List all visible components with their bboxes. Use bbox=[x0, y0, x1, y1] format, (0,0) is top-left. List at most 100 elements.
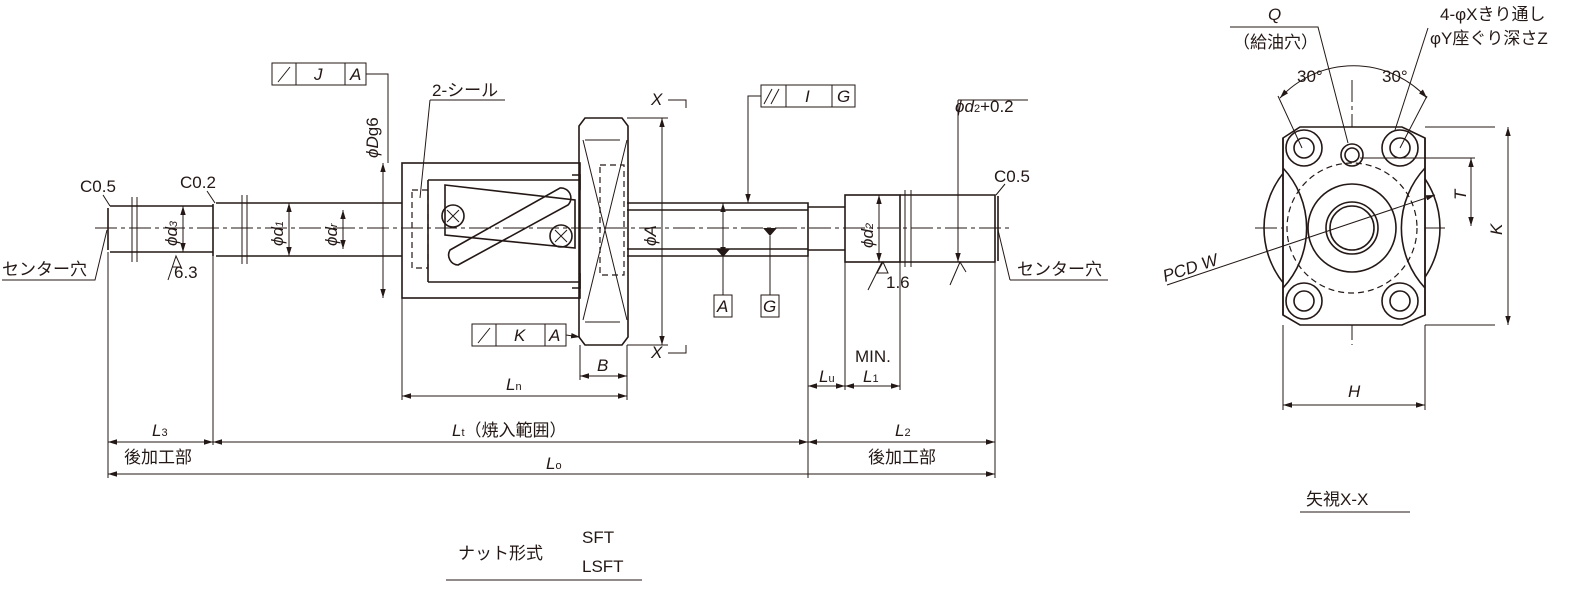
front_view-dim_Ln-main-text: L bbox=[506, 375, 515, 394]
tolerance-frame-K: K A bbox=[471, 323, 581, 347]
bearing-journal bbox=[844, 194, 901, 263]
svg-text:ϕA: ϕA bbox=[641, 225, 660, 246]
end_view-oil_hole-label-text: Q bbox=[1268, 5, 1281, 24]
screw-icon bbox=[549, 224, 573, 248]
front_view-dia_A-main-text: A bbox=[641, 225, 660, 237]
front_view-dim_Lo-sub-text: o bbox=[555, 460, 561, 472]
end_view-pcd-text: PCD W bbox=[1160, 250, 1222, 286]
nut-flange bbox=[578, 117, 629, 346]
front_view-dim_Lt-main-text: L bbox=[452, 421, 461, 440]
end_view-oil_hole-note-text: （給油穴） bbox=[1233, 33, 1318, 52]
center-hole-label: センター穴 bbox=[1017, 260, 1102, 279]
roughness-label: 1.6 bbox=[886, 273, 910, 292]
svg-text:ϕdr: ϕdr bbox=[322, 222, 341, 246]
datum-G bbox=[760, 294, 780, 318]
roughness-label: 6.3 bbox=[174, 263, 198, 282]
front_view-dia_d3-sub-text: 3 bbox=[168, 220, 180, 227]
front_view-dim_L3-sub-text: 3 bbox=[161, 427, 167, 439]
svg-text:ϕDg6: ϕDg6 bbox=[363, 117, 382, 158]
oil-hole bbox=[1340, 143, 1364, 167]
svg-text:ϕd2+0.2: ϕd2+0.2 bbox=[955, 97, 1014, 116]
front_view-tolerance_I-datum-text: G bbox=[837, 87, 850, 106]
front_view-dim_Ln-sub-text: n bbox=[515, 381, 521, 393]
front_view-dia_d2-main-text: d bbox=[858, 229, 877, 239]
front_view-dim_L2-sub-text: 2 bbox=[904, 427, 910, 439]
front_view-dia_A-prefix-text: ϕ bbox=[641, 237, 660, 246]
front_view-dia_d1-sub-text: 1 bbox=[274, 221, 286, 227]
front_view-dia_dr-prefix-text: ϕ bbox=[322, 237, 341, 246]
datum-A bbox=[713, 294, 733, 318]
front_view-datum_A-text: A bbox=[716, 297, 728, 316]
nut_type-types-1-text: LSFT bbox=[582, 557, 624, 576]
front_view-dia_d1-main-text: d bbox=[268, 227, 287, 237]
end_view-angle_left-text: 30° bbox=[1297, 67, 1323, 86]
front_view-datum_G-text: G bbox=[763, 297, 776, 316]
front_view-dim_Lu-main-text: L bbox=[819, 367, 828, 386]
tolerance-frame-I: I G bbox=[745, 84, 856, 203]
front_view-dim_B-text: B bbox=[597, 356, 608, 375]
end_view-dim_T-text: T bbox=[1451, 188, 1470, 200]
front_view-dia_d2-prefix-text: ϕ bbox=[858, 239, 877, 248]
front_view-dia_Dg6-main-text: D bbox=[363, 136, 382, 148]
end_view-bolt_holes-line1-text: 4-φXきり通し bbox=[1440, 5, 1545, 24]
svg-text:ϕd2: ϕd2 bbox=[858, 223, 877, 248]
front_view-tolerance_K-datum-text: A bbox=[548, 326, 560, 345]
front_view-dia_d3-prefix-text: ϕ bbox=[162, 237, 181, 246]
nut_type-types-0-text: SFT bbox=[582, 528, 614, 547]
front_view-dim_L1-sub-text: 1 bbox=[872, 373, 878, 385]
front_view-dim_Lo-main-text: L bbox=[546, 454, 555, 473]
front_view-dia_d1-prefix-text: ϕ bbox=[268, 237, 287, 246]
tolerance-frame-J: J A bbox=[271, 62, 389, 163]
front_view-tolerance_K-value-text: K bbox=[514, 326, 526, 345]
end_view-angle_right-text: 30° bbox=[1382, 67, 1408, 86]
front_view-dia_dr-sub-text: r bbox=[328, 222, 340, 227]
chamfer-label: C0.5 bbox=[994, 167, 1030, 186]
front_view-dim_Lt-sub-text: t bbox=[461, 427, 464, 439]
svg-text:ϕd1: ϕd1 bbox=[268, 221, 287, 246]
front_view-dim_L2-main-text: L bbox=[895, 421, 904, 440]
front_view-dim_L1-main-text: L bbox=[863, 367, 872, 386]
front_view-tolerance_J-value-text: J bbox=[313, 65, 323, 84]
front-view: ϕd3 ϕd1 ϕdr ϕDg6 ϕA ϕd2 ϕd2+0.2 C0.5 C0.… bbox=[2, 62, 1108, 478]
center-hole-label: センター穴 bbox=[2, 260, 87, 279]
svg-text:ϕd3: ϕd3 bbox=[162, 220, 181, 246]
front_view-dia_Dg6-suffix-text: g6 bbox=[363, 117, 382, 136]
front_view-dim_L2-note-text: 後加工部 bbox=[868, 448, 936, 467]
nut-type-caption: ナット形式 SFT LSFT bbox=[446, 528, 642, 581]
front_view-dia_d2-sub-text: 2 bbox=[864, 223, 876, 230]
svg-text:Lu: Lu bbox=[819, 367, 835, 386]
front_view-dia_d3-main-text: d bbox=[162, 227, 181, 237]
front_view-dim_L3-main-text: L bbox=[152, 421, 161, 440]
nut_type-label-text: ナット形式 bbox=[458, 544, 543, 563]
pcd-circle bbox=[1286, 162, 1418, 294]
front_view-dim_Lt-note-text: （焼入範囲） bbox=[465, 421, 567, 440]
svg-text:L3: L3 bbox=[152, 421, 168, 440]
svg-text:Lo: Lo bbox=[546, 454, 562, 473]
svg-text:Ln: Ln bbox=[506, 375, 522, 394]
svg-text:Lt（焼入範囲）: Lt（焼入範囲） bbox=[452, 421, 567, 440]
front_view-tolerance_I-value-text: I bbox=[805, 87, 810, 106]
front_view-dia_Dg6-prefix-text: ϕ bbox=[363, 149, 382, 158]
front_view-dia_d2_plus-sub-text: 2 bbox=[974, 103, 980, 115]
screw-icon bbox=[441, 204, 465, 228]
seal-label: 2-シール bbox=[432, 81, 498, 100]
front_view-dia_d2_plus-main-text: d bbox=[964, 97, 974, 116]
chamfer-label: C0.2 bbox=[180, 173, 216, 192]
front_view-tolerance_J-datum-text: A bbox=[349, 65, 361, 84]
end-view: K T H PCD W 30° 30° Q （給油穴） 4-φXきり通し φY座… bbox=[1160, 5, 1548, 513]
front_view-dim_Lu-sub-text: u bbox=[828, 373, 834, 385]
front_view-dim_L3-note-text: 後加工部 bbox=[124, 448, 192, 467]
front_view-dia_dr-main-text: d bbox=[322, 227, 341, 237]
section-mark: X bbox=[650, 90, 663, 109]
front_view-dia_d2_plus-prefix-text: ϕ bbox=[955, 97, 964, 116]
end_view-dim_K-text: K bbox=[1487, 223, 1506, 235]
end_view-bolt_holes-line2-text: φY座ぐり深さZ bbox=[1430, 29, 1548, 48]
section-mark: X bbox=[650, 343, 663, 362]
view-title: 矢視X-X bbox=[1306, 490, 1368, 509]
diameter-labels: ϕd3 ϕd1 ϕdr ϕDg6 ϕA ϕd2 ϕd2+0.2 bbox=[162, 97, 1014, 248]
front_view-dim_L1-pre-text: MIN. bbox=[855, 347, 891, 366]
svg-text:L1: L1 bbox=[863, 367, 879, 386]
front_view-dia_d2_plus-suffix-text: +0.2 bbox=[980, 97, 1014, 116]
ball-nut bbox=[401, 117, 629, 346]
